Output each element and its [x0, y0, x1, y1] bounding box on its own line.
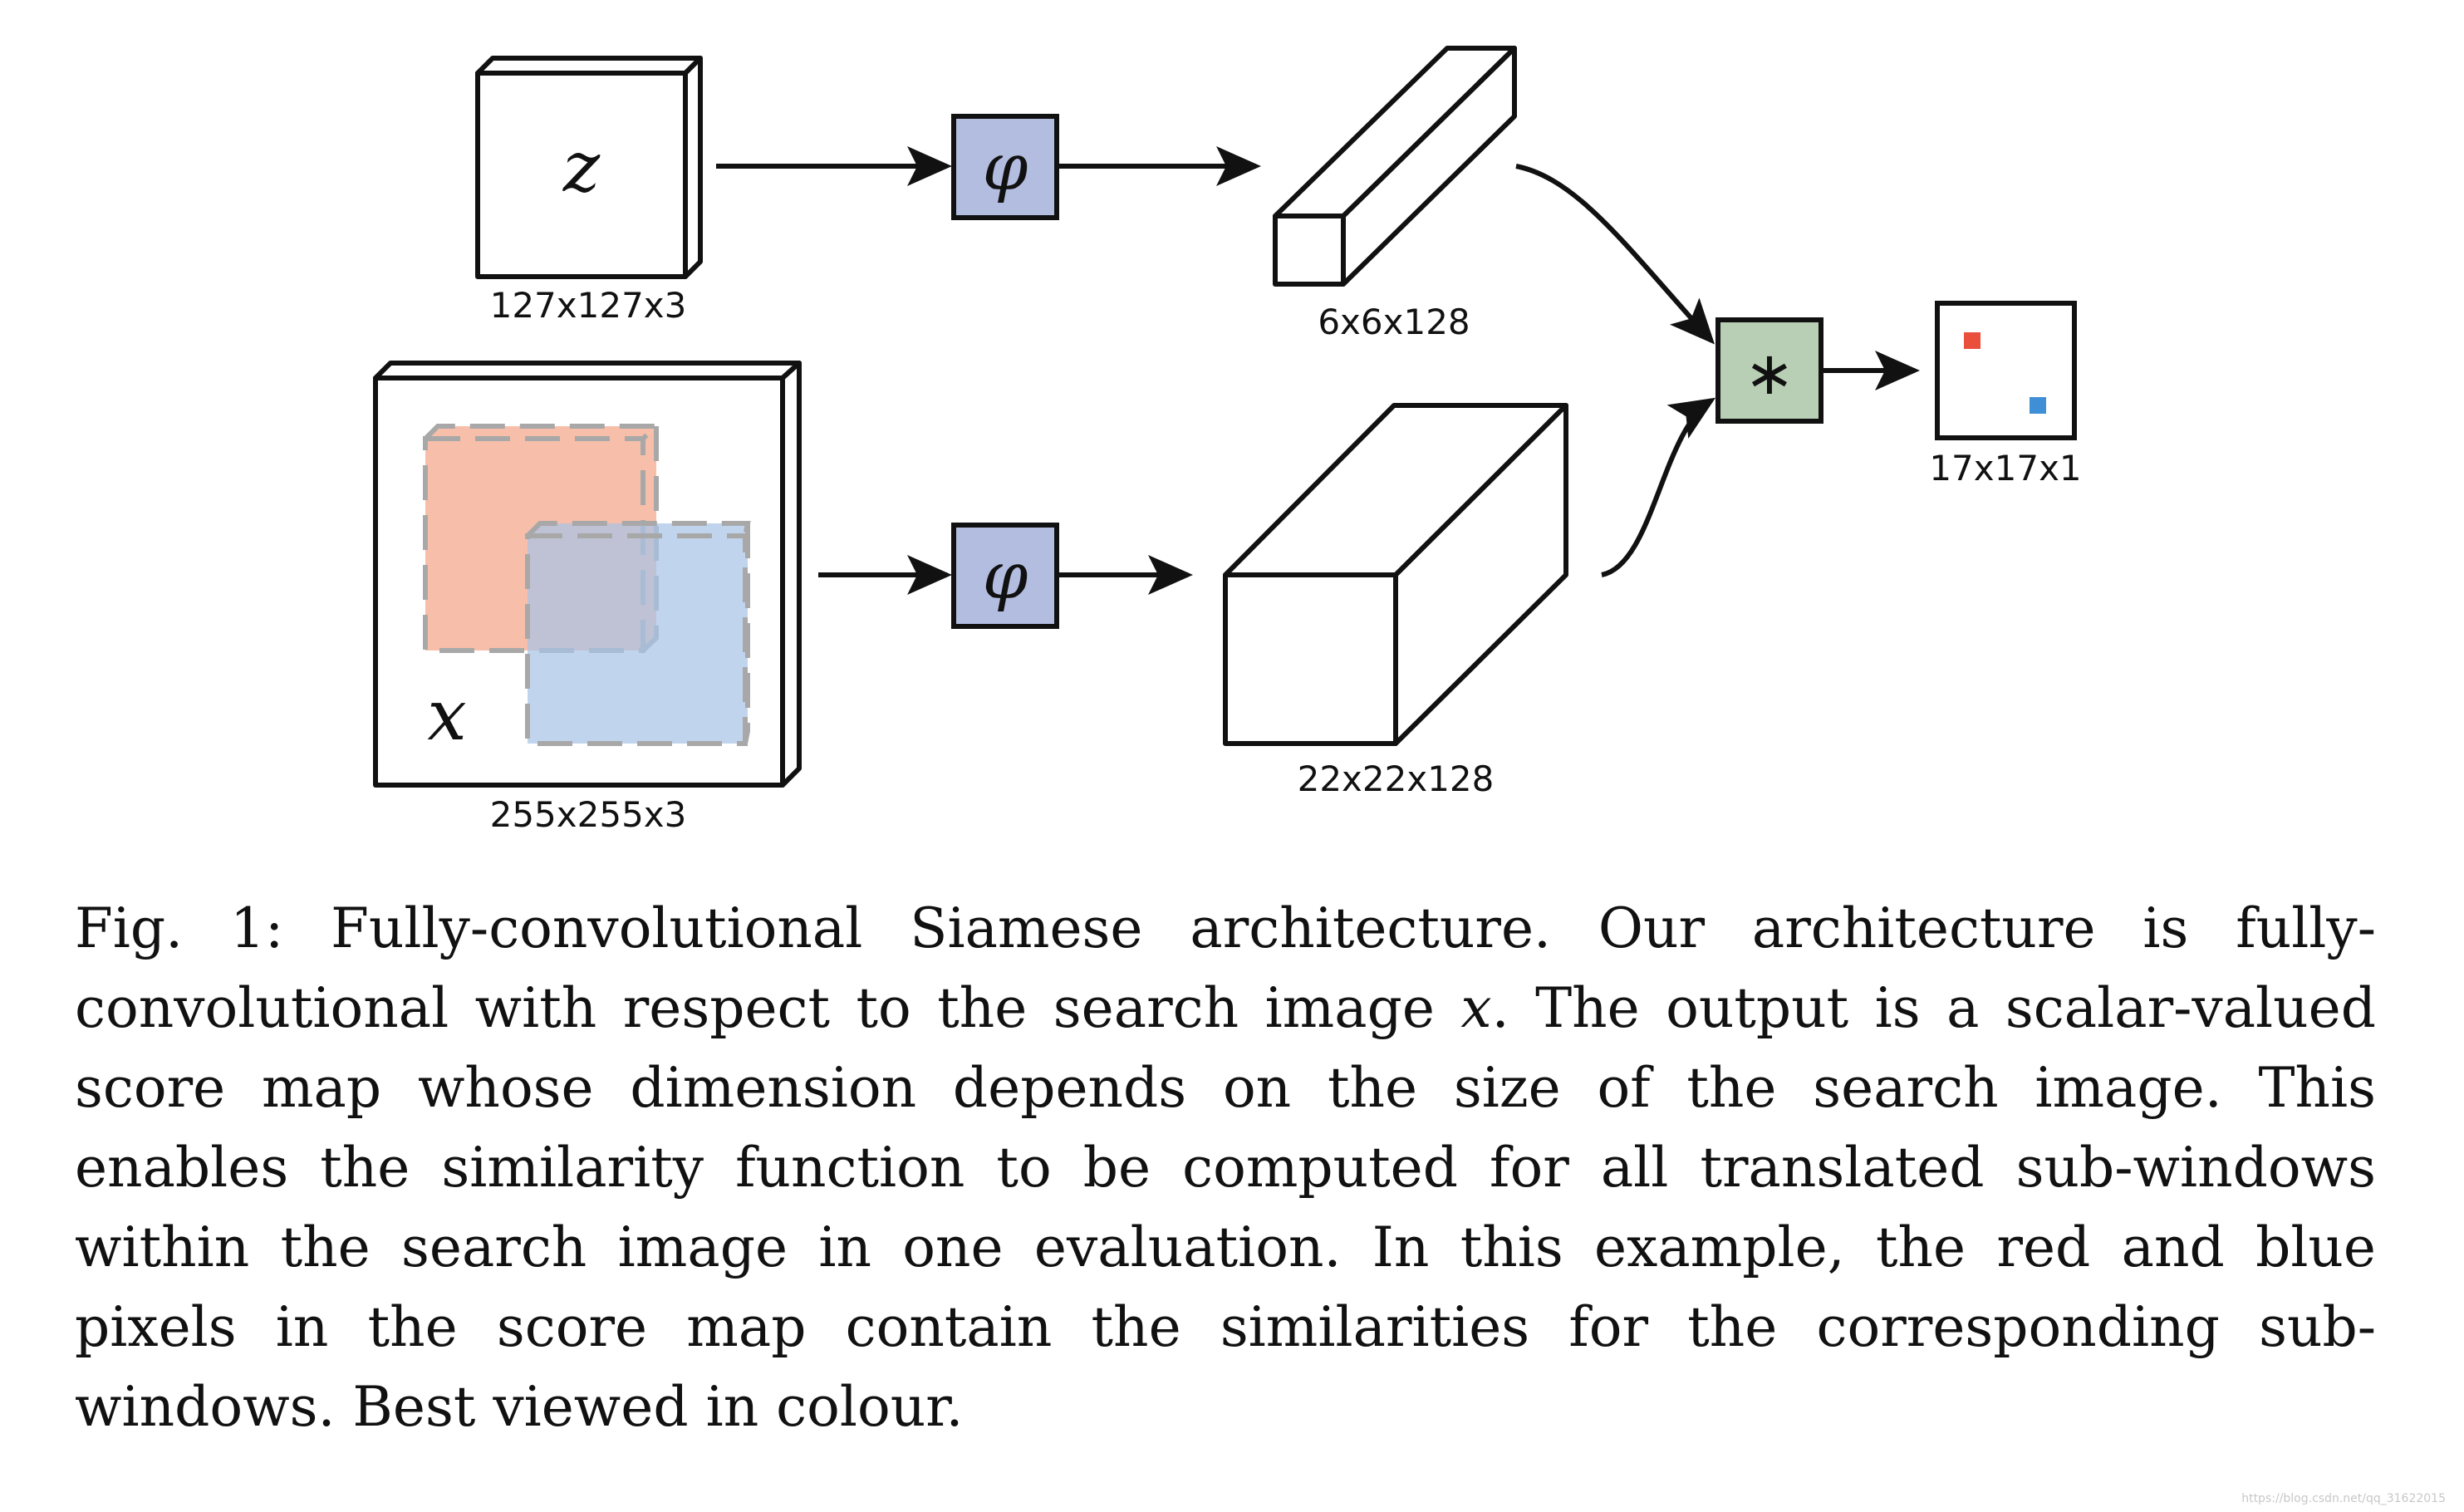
blue-sub-window — [525, 521, 751, 746]
exemplar-feature-map — [1273, 46, 1517, 287]
blue-score-pixel — [2030, 397, 2046, 414]
score-map — [1935, 301, 2077, 440]
red-score-pixel — [1964, 332, 1981, 349]
embedding-symbol-bottom: φ — [983, 539, 1028, 614]
exemplar-dims-label: 127x127x3 — [490, 285, 687, 326]
caption-text-part2: . The output is a scalar-valued score ma… — [75, 976, 2376, 1439]
embedding-symbol-top: φ — [983, 130, 1028, 205]
exemplar-symbol: z — [562, 126, 601, 208]
caption-variable: x — [1460, 976, 1492, 1040]
search-features-dims-label: 22x22x128 — [1298, 758, 1495, 799]
siamese-architecture-diagram: z 127x127x3 x 255x255x3 φ φ — [373, 46, 2082, 835]
search-features-to-correlation-arrow — [1601, 397, 1716, 577]
search-feature-map — [1223, 403, 1568, 746]
caption-text-part1: Fully-convolutional Siamese architecture… — [75, 896, 2376, 1040]
embedding-box-bottom — [951, 523, 1059, 629]
exemplar-features-to-correlation-arrow — [1515, 164, 1715, 345]
figure-caption: Fig. 1: Fully-convolutional Siamese arch… — [75, 889, 2376, 1447]
score-map-dims-label: 17x17x1 — [1929, 448, 2081, 488]
search-dims-label: 255x255x3 — [490, 794, 687, 835]
watermark: https://blog.csdn.net/qq_31622015 — [2241, 1492, 2446, 1505]
exemplar-features-dims-label: 6x6x128 — [1318, 302, 1470, 342]
caption-label: Fig. 1: — [75, 896, 284, 960]
embedding-box-top — [951, 114, 1059, 220]
exemplar-image — [475, 56, 703, 279]
search-symbol: x — [427, 675, 466, 756]
cross-correlation-symbol: ∗ — [1745, 338, 1794, 408]
cross-correlation-box — [1715, 317, 1823, 424]
